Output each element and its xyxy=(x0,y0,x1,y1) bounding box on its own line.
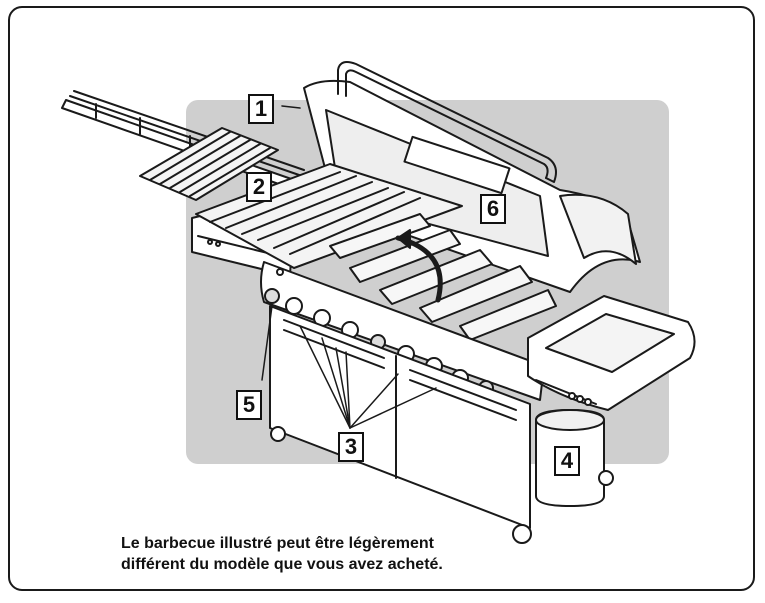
control-panel xyxy=(260,261,545,401)
disclaimer-caption: Le barbecue illustré peut être légèremen… xyxy=(121,533,541,575)
cooking-grate-loose xyxy=(139,127,279,201)
callout-leaders xyxy=(261,105,437,429)
caption-line-1: Le barbecue illustré peut être légèremen… xyxy=(121,535,434,552)
right-side-shelf xyxy=(527,295,696,411)
caption-line-2: différent du modèle que vous avez acheté… xyxy=(121,556,443,573)
callout-3: 3 xyxy=(338,432,364,462)
callout-2: 2 xyxy=(246,172,272,202)
figure-frame xyxy=(8,6,755,591)
callout-5: 5 xyxy=(236,390,262,420)
callout-1: 1 xyxy=(248,94,274,124)
callout-4: 4 xyxy=(554,446,580,476)
flavorizer-bars xyxy=(329,213,557,341)
callout-6: 6 xyxy=(480,194,506,224)
rotation-arrow xyxy=(395,229,443,303)
lid-handle xyxy=(337,61,557,183)
